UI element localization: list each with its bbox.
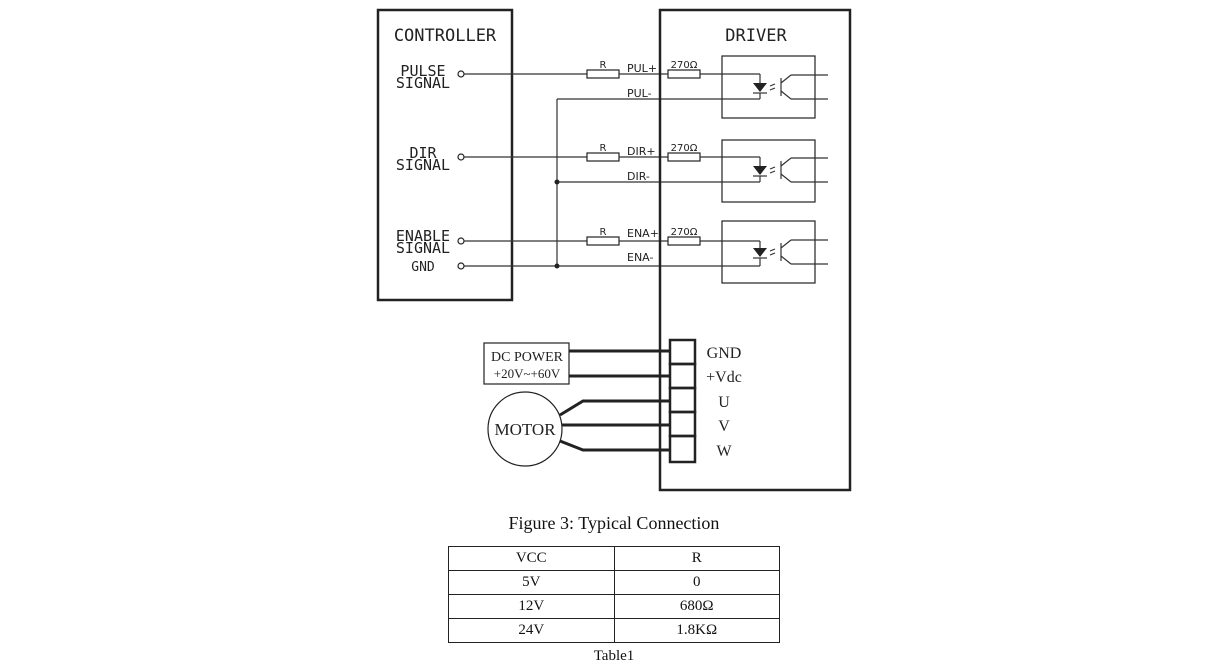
gnd-terminal: [457, 262, 465, 270]
table-cell: 5V: [448, 570, 615, 595]
table-row: 5V 0: [448, 570, 780, 595]
pul-plus-label: PUL+: [627, 62, 657, 75]
internal-resistor-label: 270Ω: [671, 143, 698, 154]
terminal-u-label: U: [718, 394, 730, 411]
internal-resistor-pul: [667, 69, 701, 79]
pul-minus-label: PUL-: [627, 87, 652, 100]
internal-resistor-ena: [667, 236, 701, 246]
dir-signal-label: DIR: [409, 144, 437, 162]
table-header: VCC: [448, 546, 615, 571]
table-cell: 1.8KΩ: [613, 618, 780, 643]
resistor-label: R: [600, 60, 607, 71]
table-cell: 12V: [448, 594, 615, 619]
terminal-gnd-label: GND: [707, 345, 742, 362]
internal-resistor-dir: [667, 152, 701, 162]
dc-power-label: DC POWER: [491, 350, 564, 365]
terminal-v-label: V: [718, 418, 730, 435]
enable-terminal: [457, 237, 465, 245]
ena-plus-label: ENA+: [627, 227, 659, 240]
dc-power-box: [483, 342, 570, 385]
motor-label: MOTOR: [494, 420, 556, 439]
resistor-label: R: [600, 227, 607, 238]
table-cell: 24V: [448, 618, 615, 643]
table-row: 12V 680Ω: [448, 594, 780, 619]
ena-minus-label: ENA-: [627, 251, 653, 264]
resistor-label: R: [600, 143, 607, 154]
dir-minus-label: DIR-: [627, 170, 650, 183]
table-row: 24V 1.8KΩ: [448, 618, 780, 643]
internal-resistor-label: 270Ω: [671, 227, 698, 238]
controller-box: [376, 8, 514, 302]
dir-signal-label-2: SIGNAL: [396, 156, 450, 174]
pulse-signal-label: PULSE: [400, 62, 445, 80]
dir-terminal: [457, 153, 465, 161]
enable-signal-label: ENABLE: [396, 227, 450, 245]
enable-signal-label-2: SIGNAL: [396, 239, 450, 257]
terminal-w-label: W: [716, 443, 732, 460]
internal-resistor-label: 270Ω: [671, 60, 698, 71]
resistor-pulse: [586, 69, 620, 79]
pulse-terminal: [457, 70, 465, 78]
driver-title: DRIVER: [725, 26, 787, 46]
resistor-table: VCC R 5V 0 12V 680Ω 24V 1.8KΩ: [448, 546, 780, 643]
table-cell: 680Ω: [613, 594, 780, 619]
resistor-dir: [586, 152, 620, 162]
table-cell: 0: [613, 570, 780, 595]
motor-w-wire: [559, 439, 670, 452]
motor: [487, 391, 563, 467]
motor-u-wire: [559, 399, 670, 417]
driver-box: [658, 8, 852, 492]
junction-dot: [554, 179, 560, 185]
gnd-label: GND: [411, 260, 435, 275]
resistor-enable: [586, 236, 620, 246]
table-header: R: [613, 546, 780, 571]
terminal-block: [668, 338, 697, 464]
pulse-signal-label-2: SIGNAL: [396, 74, 450, 92]
table-header-row: VCC R: [448, 546, 780, 571]
dc-power-range: +20V~+60V: [494, 366, 561, 381]
controller-title: CONTROLLER: [394, 26, 497, 46]
figure-caption: Figure 3: Typical Connection: [508, 513, 720, 533]
dir-plus-label: DIR+: [627, 145, 656, 158]
optocoupler-dir: [721, 139, 828, 203]
optocoupler-pul: [721, 55, 828, 119]
optocoupler-ena: [721, 220, 828, 284]
terminal-vdc-label: +Vdc: [706, 369, 742, 386]
junction-dot: [554, 263, 560, 269]
table-caption: Table1: [593, 648, 635, 664]
